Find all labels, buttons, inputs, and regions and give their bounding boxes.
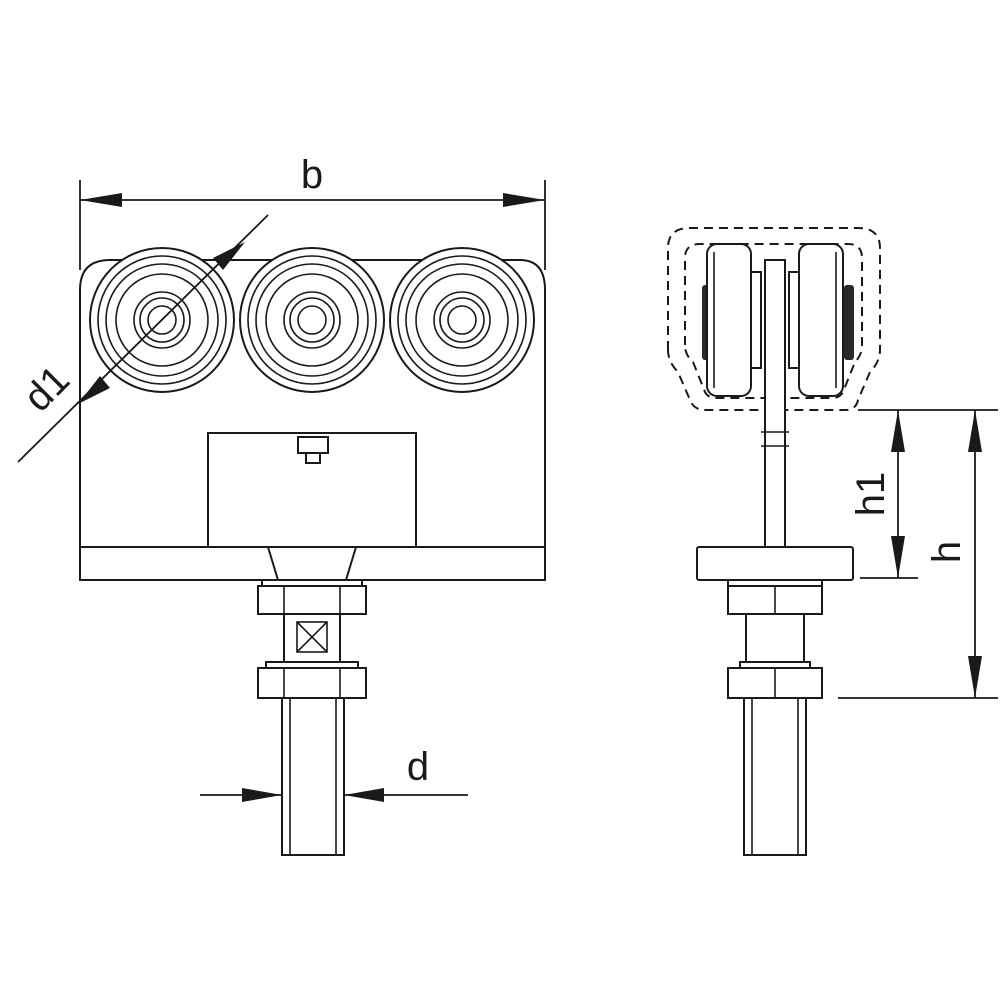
wheel-3-ring-2	[397, 255, 527, 385]
wheel-3-ring-7	[447, 305, 477, 335]
side-shank	[745, 613, 805, 669]
side-collar-left	[750, 271, 762, 369]
wheel-3-ring-5	[433, 291, 491, 349]
side-web	[764, 259, 786, 548]
threaded-bolt	[281, 697, 345, 856]
side-view	[667, 227, 881, 856]
square-marker	[296, 621, 328, 653]
wheel-3-ring-6	[439, 297, 485, 343]
front-view	[79, 247, 546, 856]
wheel-3-ring-1	[389, 247, 535, 393]
wheel-1-ring-5	[133, 291, 191, 349]
wheel-1-ring-4	[115, 273, 209, 367]
wheel-2-ring-4	[265, 273, 359, 367]
wheel-2-ring-1	[239, 247, 385, 393]
dimension-b: b	[79, 153, 546, 270]
wheel-2-ring-2	[247, 255, 377, 385]
bracket-bolt	[305, 452, 321, 464]
wheel-3-ring-4	[415, 273, 509, 367]
side-hub-right	[844, 285, 854, 360]
wheel-2	[239, 247, 385, 393]
wheel-2-ring-6	[289, 297, 335, 343]
side-collar-right	[788, 271, 800, 369]
wheel-1-ring-2	[97, 255, 227, 385]
wheel-2-ring-5	[283, 291, 341, 349]
dimension-h: h	[838, 410, 998, 699]
bracket-nut	[297, 436, 329, 454]
side-base-plate	[696, 546, 854, 581]
label-h: h	[925, 541, 969, 563]
wheel-3	[389, 247, 535, 393]
label-d: d	[407, 745, 429, 789]
wheel-1-ring-7	[147, 305, 177, 335]
side-threaded-bolt	[743, 697, 807, 856]
wheel-3-ring-3	[405, 263, 519, 377]
housing-outline	[79, 259, 546, 581]
label-h1: h1	[849, 472, 893, 517]
hex-nut-top	[257, 585, 367, 615]
wheel-2-ring-7	[297, 305, 327, 335]
dimension-d: d	[200, 745, 468, 802]
rail-profile-inner	[684, 243, 863, 399]
wheel-1-ring-3	[105, 263, 219, 377]
bolt-flange	[266, 546, 358, 581]
hex-nut-bottom	[257, 667, 367, 699]
rail-profile-outer	[667, 227, 881, 411]
wheel-2-ring-3	[255, 263, 369, 377]
dimension-h1: h1	[849, 409, 998, 579]
wheels	[89, 247, 535, 393]
label-b: b	[301, 153, 323, 197]
wheel-1-ring-6	[139, 297, 185, 343]
